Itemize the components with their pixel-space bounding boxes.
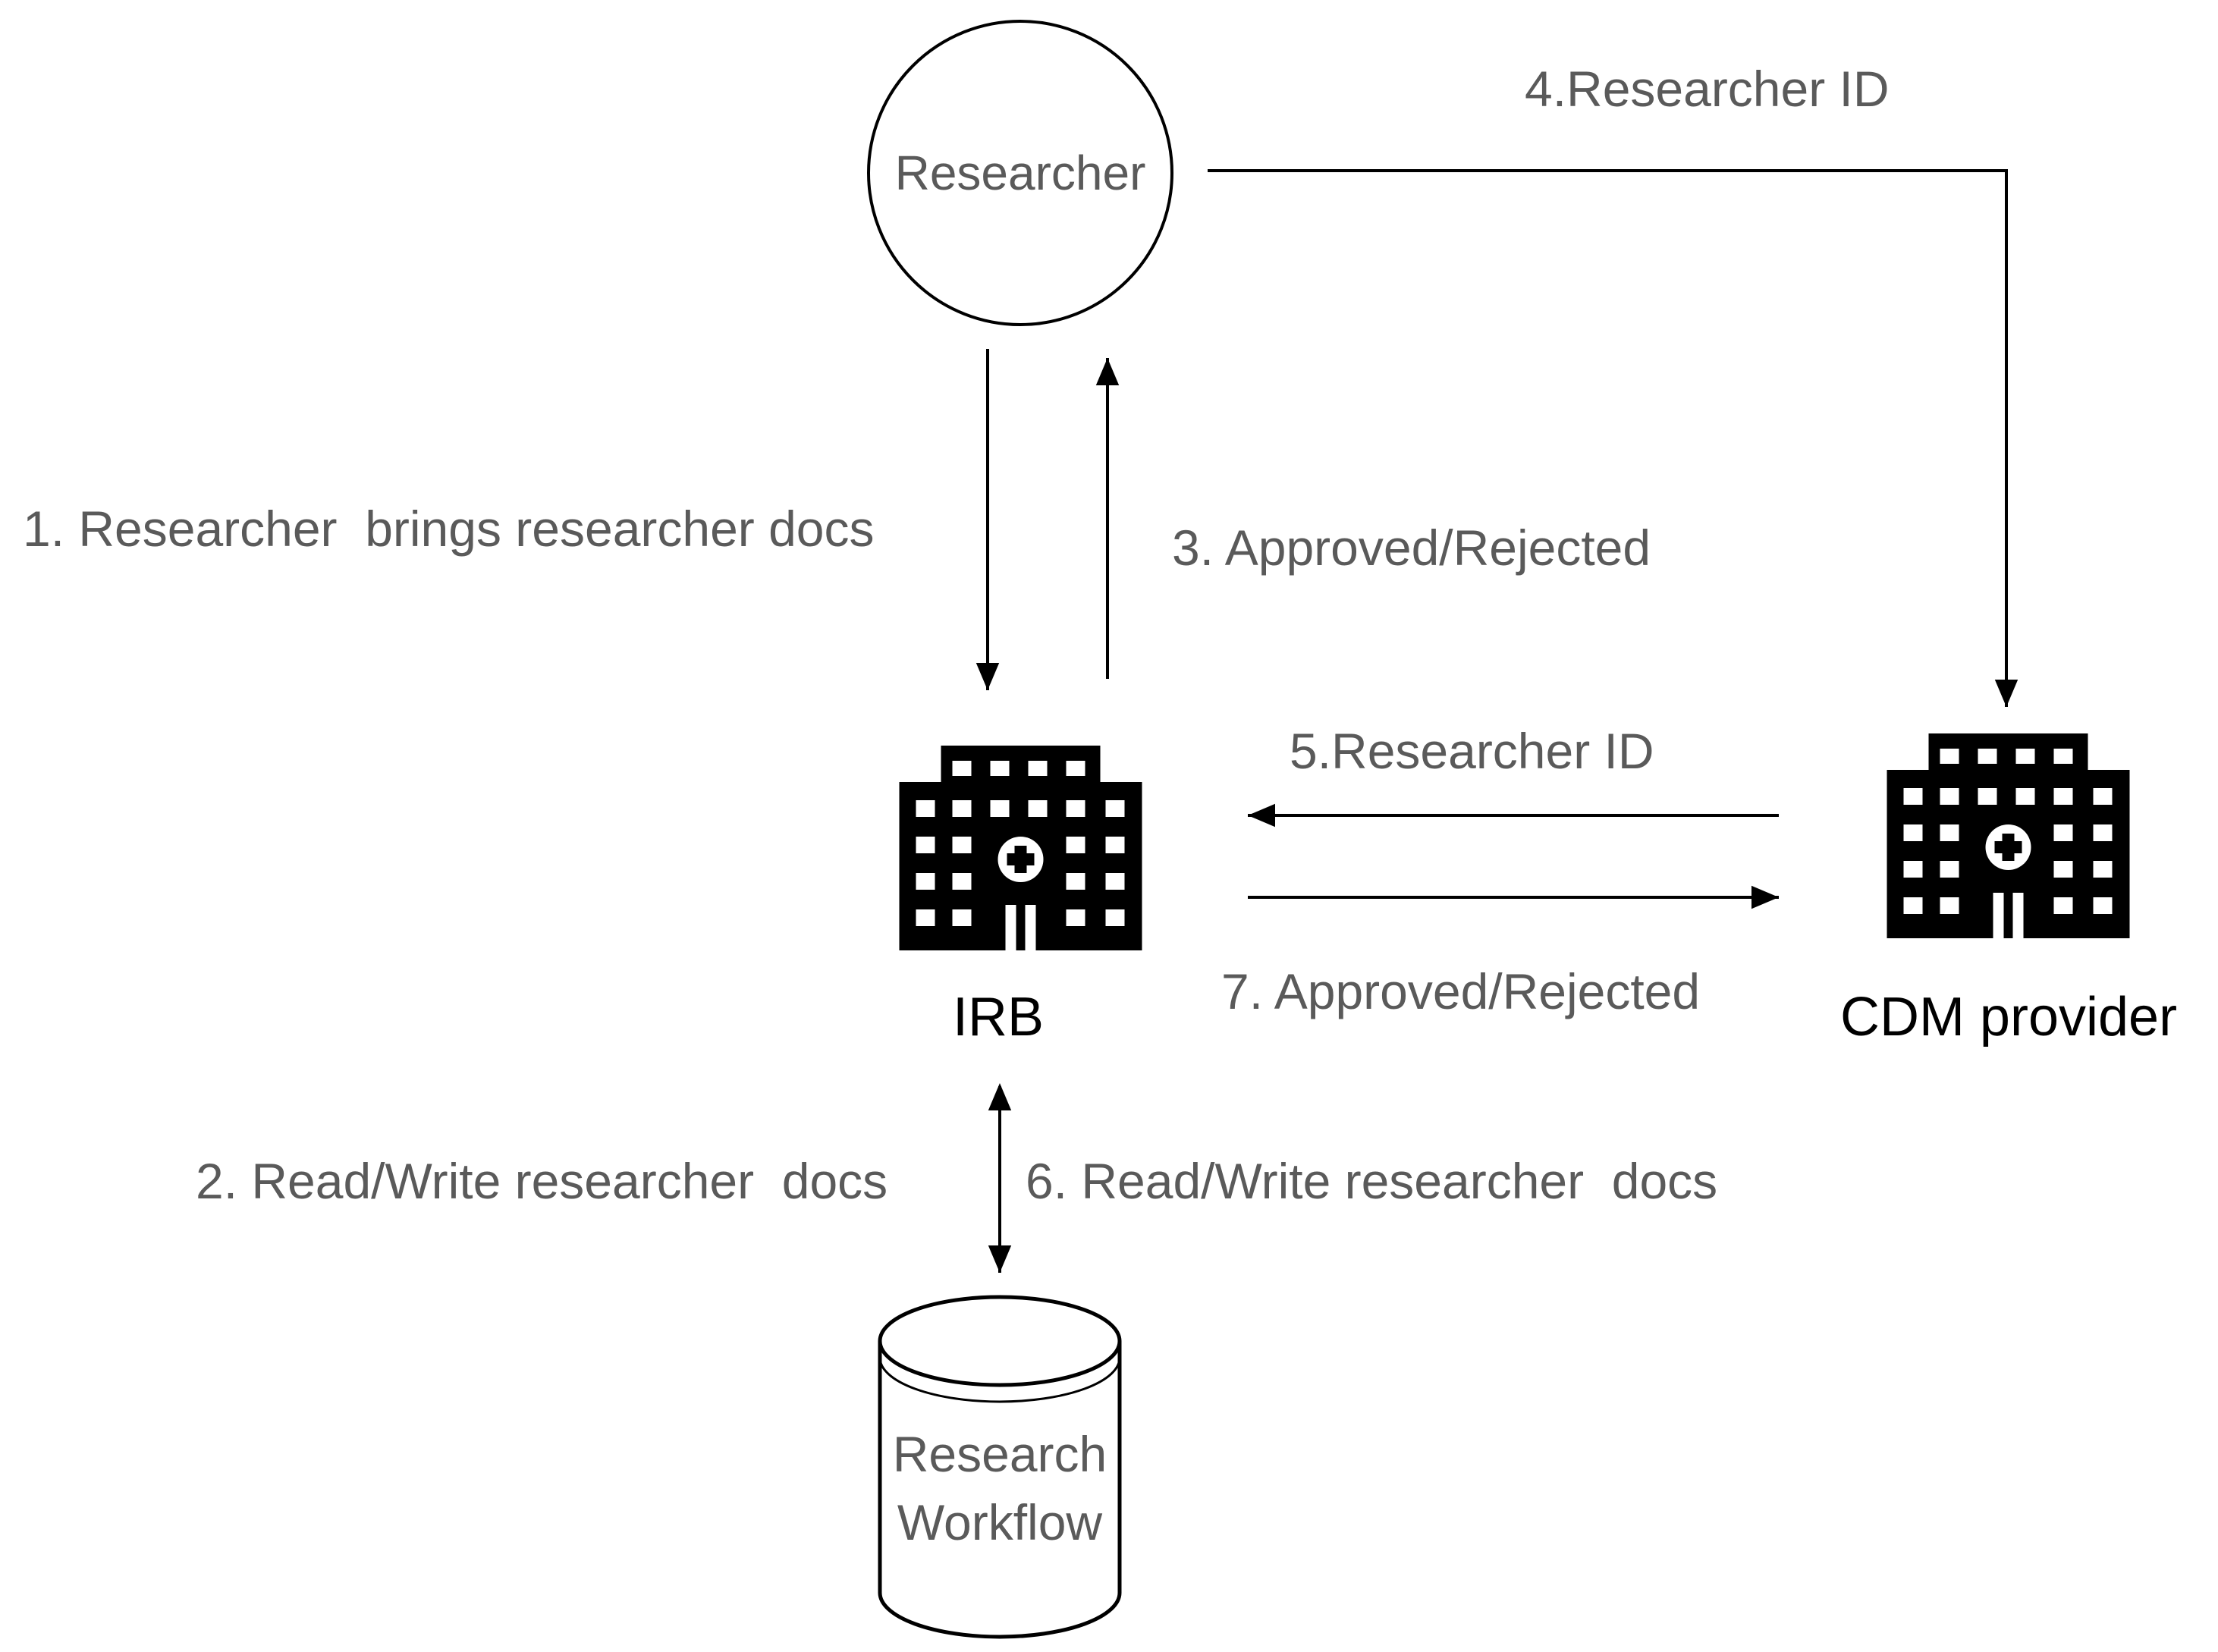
edge-step2-label: 2. Read/Write researcher docs (196, 1153, 888, 1209)
research-workflow-label-line1: Research (893, 1426, 1107, 1482)
edge-step7-label: 7. Approved/Rejected (1221, 963, 1700, 1019)
cdm-provider-label: CDM provider (1840, 987, 2177, 1047)
edge-step5-label: 5.Researcher ID (1290, 723, 1654, 779)
researcher-label: Researcher (895, 146, 1146, 200)
cdm-provider-hospital-icon (1887, 733, 2130, 938)
researcher-node (867, 20, 1173, 326)
edge-step6-label: 6. Read/Write researcher docs (1026, 1153, 1717, 1209)
edge-step4-label: 4.Researcher ID (1525, 61, 1890, 117)
research-workflow-database (878, 1295, 1122, 1639)
research-workflow-label-line2: Workflow (897, 1494, 1102, 1550)
edge-step1-label: 1. Researcher brings researcher docs (23, 501, 875, 557)
irb-hospital-icon (899, 746, 1142, 950)
irb-label: IRB (953, 987, 1044, 1047)
edge-step3-label: 3. Approved/Rejected (1172, 520, 1651, 576)
edge-step4-arrow (1208, 169, 2019, 707)
